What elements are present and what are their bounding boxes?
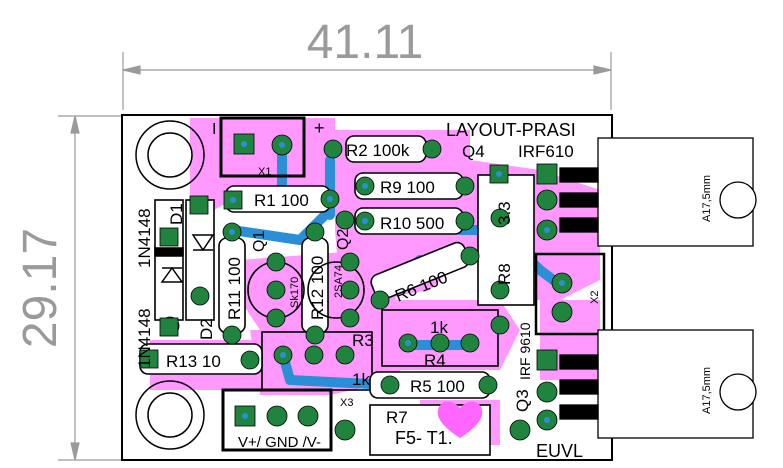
label-x1: X1 bbox=[258, 166, 271, 178]
label-q2-type: 2SA74 bbox=[333, 265, 345, 298]
board-outline bbox=[121, 114, 613, 461]
pad-holes bbox=[229, 141, 565, 423]
label-x2: X2 bbox=[589, 291, 601, 304]
label-plus: + bbox=[314, 118, 325, 138]
label-d2: D2 bbox=[197, 318, 216, 340]
height-dimension: 29.17 bbox=[14, 228, 67, 348]
heatsink-bottom bbox=[559, 329, 757, 439]
label-q2: Q2 bbox=[335, 229, 352, 250]
label-q3: Q3 bbox=[513, 389, 532, 412]
label-r5: R5 100 bbox=[410, 377, 465, 396]
label-power: V+/ GND /V- bbox=[238, 434, 321, 451]
width-dimension: 41.11 bbox=[307, 16, 424, 69]
label-q3-type: IRF 9610 bbox=[517, 322, 533, 380]
label-r8: R8 bbox=[495, 263, 514, 285]
label-q4: Q4 bbox=[462, 142, 485, 161]
label-minus: I bbox=[212, 121, 216, 138]
mounting-hole-bottom bbox=[135, 380, 205, 450]
label-d2-type: 1N4148 bbox=[135, 308, 154, 368]
component-outlines bbox=[139, 116, 606, 456]
label-heatsink-bottom: A17,5mm bbox=[701, 367, 713, 414]
label-q1-type: Sk170 bbox=[289, 277, 301, 308]
label-fuse: F5- T1. bbox=[395, 428, 453, 448]
diode-symbols bbox=[154, 234, 215, 283]
label-r11: R11 100 bbox=[225, 257, 244, 320]
label-q1: Q1 bbox=[251, 231, 268, 252]
label-r9: R9 100 bbox=[380, 178, 435, 197]
label-heatsink-top: A17,5mm bbox=[701, 175, 713, 222]
label-r8-value: 3.3 bbox=[495, 201, 514, 225]
pads bbox=[139, 133, 573, 441]
label-r2: R2 100k bbox=[346, 141, 410, 160]
label-q4-type: IRF610 bbox=[518, 142, 574, 161]
labels: LAYOUT-PRASI EUVL + I R1 100 R2 100k R9 … bbox=[135, 118, 713, 461]
label-r10: R10 500 bbox=[380, 214, 444, 233]
board-footer: EUVL bbox=[536, 441, 583, 461]
heatsink-top bbox=[559, 137, 757, 247]
label-r3-value: 1k bbox=[352, 370, 370, 389]
label-r4: R4 bbox=[424, 351, 446, 370]
label-r4-value: 1k bbox=[430, 318, 448, 337]
label-d1-type: 1N4148 bbox=[135, 208, 154, 268]
board-title: LAYOUT-PRASI bbox=[446, 120, 576, 140]
label-r12: R12 100 bbox=[308, 256, 327, 320]
dimension-lines bbox=[58, 52, 612, 461]
label-r3: R3 bbox=[352, 331, 374, 350]
label-x3: X3 bbox=[340, 397, 353, 409]
fuse-heart-marker bbox=[437, 401, 483, 438]
label-r7: R7 bbox=[386, 408, 408, 427]
label-d1: D1 bbox=[167, 203, 186, 225]
label-r1: R1 100 bbox=[254, 191, 309, 210]
label-r13: R13 10 bbox=[166, 352, 221, 371]
mounting-hole-top bbox=[135, 120, 205, 190]
